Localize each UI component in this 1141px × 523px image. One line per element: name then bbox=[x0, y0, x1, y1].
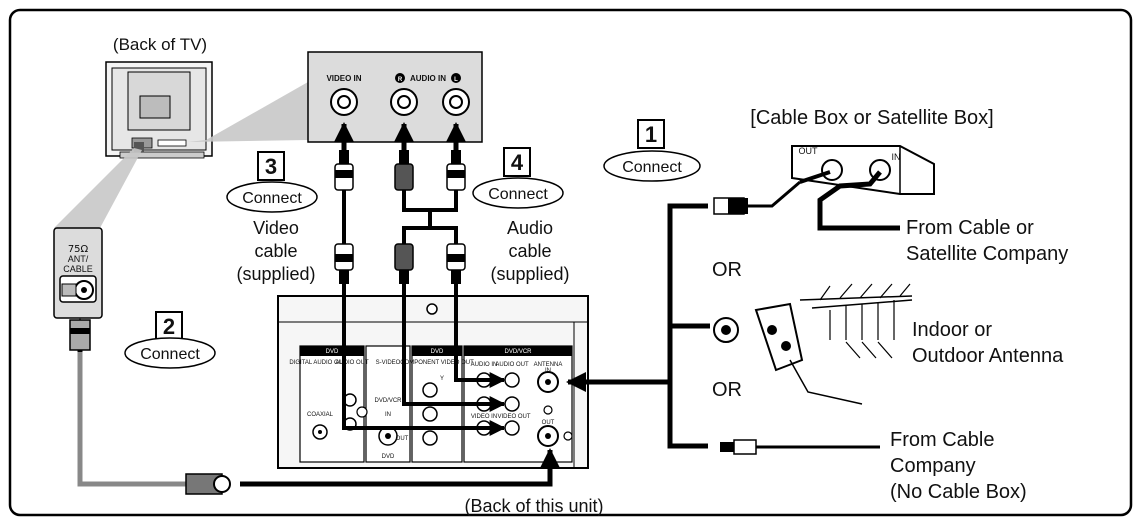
step-4-badge: 4 Connect bbox=[472, 147, 564, 209]
tv-input-arrows bbox=[334, 122, 466, 150]
unit-label: (Back of this unit) bbox=[464, 496, 603, 516]
unit-antenna-label: ANTENNA bbox=[534, 362, 563, 368]
audio-cable-line3: (supplied) bbox=[490, 264, 569, 284]
cable-company-connector bbox=[720, 439, 880, 455]
cable-box-title: [Cable Box or Satellite Box] bbox=[750, 107, 993, 129]
antenna-out-cable bbox=[69, 318, 560, 495]
step-1-badge: 1 Connect bbox=[603, 119, 701, 182]
unit-out-label: OUT bbox=[396, 436, 409, 442]
unit-video-in-label: VIDEO IN bbox=[471, 414, 497, 420]
antenna-connector bbox=[713, 317, 739, 343]
svg-text:1: 1 bbox=[645, 122, 657, 147]
cable-box-connector bbox=[713, 180, 801, 215]
video-cable-line1: Video bbox=[253, 218, 299, 238]
unit-digital-audio-out-label: DIGITAL AUDIO OUT bbox=[289, 360, 347, 366]
source-cable-company-line3: (No Cable Box) bbox=[890, 481, 1027, 503]
svg-text:4: 4 bbox=[511, 150, 524, 175]
video-cable bbox=[334, 150, 354, 284]
source-antenna-line1: Indoor or bbox=[912, 319, 992, 341]
or-label-1: OR bbox=[712, 259, 742, 281]
tv-audio-in-label: AUDIO IN bbox=[410, 74, 446, 83]
antenna-in-feed bbox=[566, 203, 710, 449]
ant-jack-line2: ANT/ bbox=[68, 254, 89, 264]
unit-dvd-left-label: DVD bbox=[326, 349, 339, 355]
video-cable-line3: (supplied) bbox=[236, 264, 315, 284]
svg-text:Connect: Connect bbox=[488, 186, 548, 203]
unit-dvdvcr-top-label: DVD/VCR bbox=[504, 349, 532, 355]
unit-coaxial-label: COAXIAL bbox=[307, 412, 334, 418]
source-antenna-line2: Outdoor Antenna bbox=[912, 345, 1064, 367]
source-cable-satellite-line1: From Cable or bbox=[906, 217, 1034, 239]
ant-zoom-wedge bbox=[54, 148, 142, 228]
tv-audio-r-jack bbox=[390, 88, 418, 116]
source-cable-company-line1: From Cable bbox=[890, 429, 994, 451]
or-label-2: OR bbox=[712, 379, 742, 401]
tv-label: (Back of TV) bbox=[113, 35, 207, 54]
unit-audio-out2-label: AUDIO OUT bbox=[495, 362, 529, 368]
svg-text:Connect: Connect bbox=[242, 190, 302, 207]
unit-ant-in-label: IN bbox=[545, 368, 551, 374]
diagram-frame bbox=[8, 8, 1133, 517]
unit-in-label: IN bbox=[385, 412, 391, 418]
antenna-illustration bbox=[754, 283, 913, 405]
source-cable-company-line2: Company bbox=[890, 455, 976, 477]
tv-audio-l-label: L bbox=[454, 77, 458, 83]
audio-cable-line1: Audio bbox=[507, 218, 553, 238]
source-cable-satellite-line2: Satellite Company bbox=[906, 243, 1068, 265]
unit-ant-out-label: OUT bbox=[542, 420, 555, 426]
unit-component-video-out-label: COMPONENT VIDEO OUT bbox=[400, 360, 474, 366]
cable-box-out-label: OUT bbox=[799, 146, 819, 156]
cable-box-illustration bbox=[791, 145, 935, 231]
svg-text:Connect: Connect bbox=[140, 346, 200, 363]
unit-dvd-component-label: DVD bbox=[431, 349, 444, 355]
step-2-badge: 2 Connect bbox=[124, 311, 216, 369]
audio-cable-line2: cable bbox=[508, 241, 551, 261]
unit-svideo-label: S-VIDEO bbox=[376, 360, 401, 366]
unit-audio-out-label: AUDIO OUT bbox=[335, 360, 369, 366]
unit-audio-in-label: AUDIO IN bbox=[471, 362, 498, 368]
tv-antenna-panel bbox=[53, 227, 103, 319]
ant-jack-line1: 75Ω bbox=[68, 244, 89, 255]
unit-dvd-bottom-label: DVD bbox=[382, 454, 395, 460]
cable-box-in-label: IN bbox=[892, 152, 901, 162]
svg-text:2: 2 bbox=[163, 314, 175, 339]
audio-cable bbox=[394, 150, 466, 284]
tv-zoom-wedge bbox=[188, 82, 308, 142]
tv-video-in-label: VIDEO IN bbox=[326, 74, 361, 83]
step-3-badge: 3 Connect bbox=[226, 151, 318, 213]
tv-audio-l-jack bbox=[442, 88, 470, 116]
unit-back-panel bbox=[277, 295, 589, 469]
unit-video-out-label: VIDEO OUT bbox=[497, 414, 530, 420]
unit-dvdvcr-small-label: DVD/VCR bbox=[374, 398, 402, 404]
tv-audio-r-label: R bbox=[398, 77, 403, 83]
unit-wires bbox=[342, 284, 506, 436]
unit-y-label: Y bbox=[440, 376, 444, 382]
svg-text:Connect: Connect bbox=[622, 159, 682, 176]
tv-illustration bbox=[105, 61, 213, 159]
ant-jack-line3: CABLE bbox=[63, 264, 93, 274]
svg-text:3: 3 bbox=[265, 154, 277, 179]
video-cable-line2: cable bbox=[254, 241, 297, 261]
tv-video-in-jack bbox=[330, 88, 358, 116]
